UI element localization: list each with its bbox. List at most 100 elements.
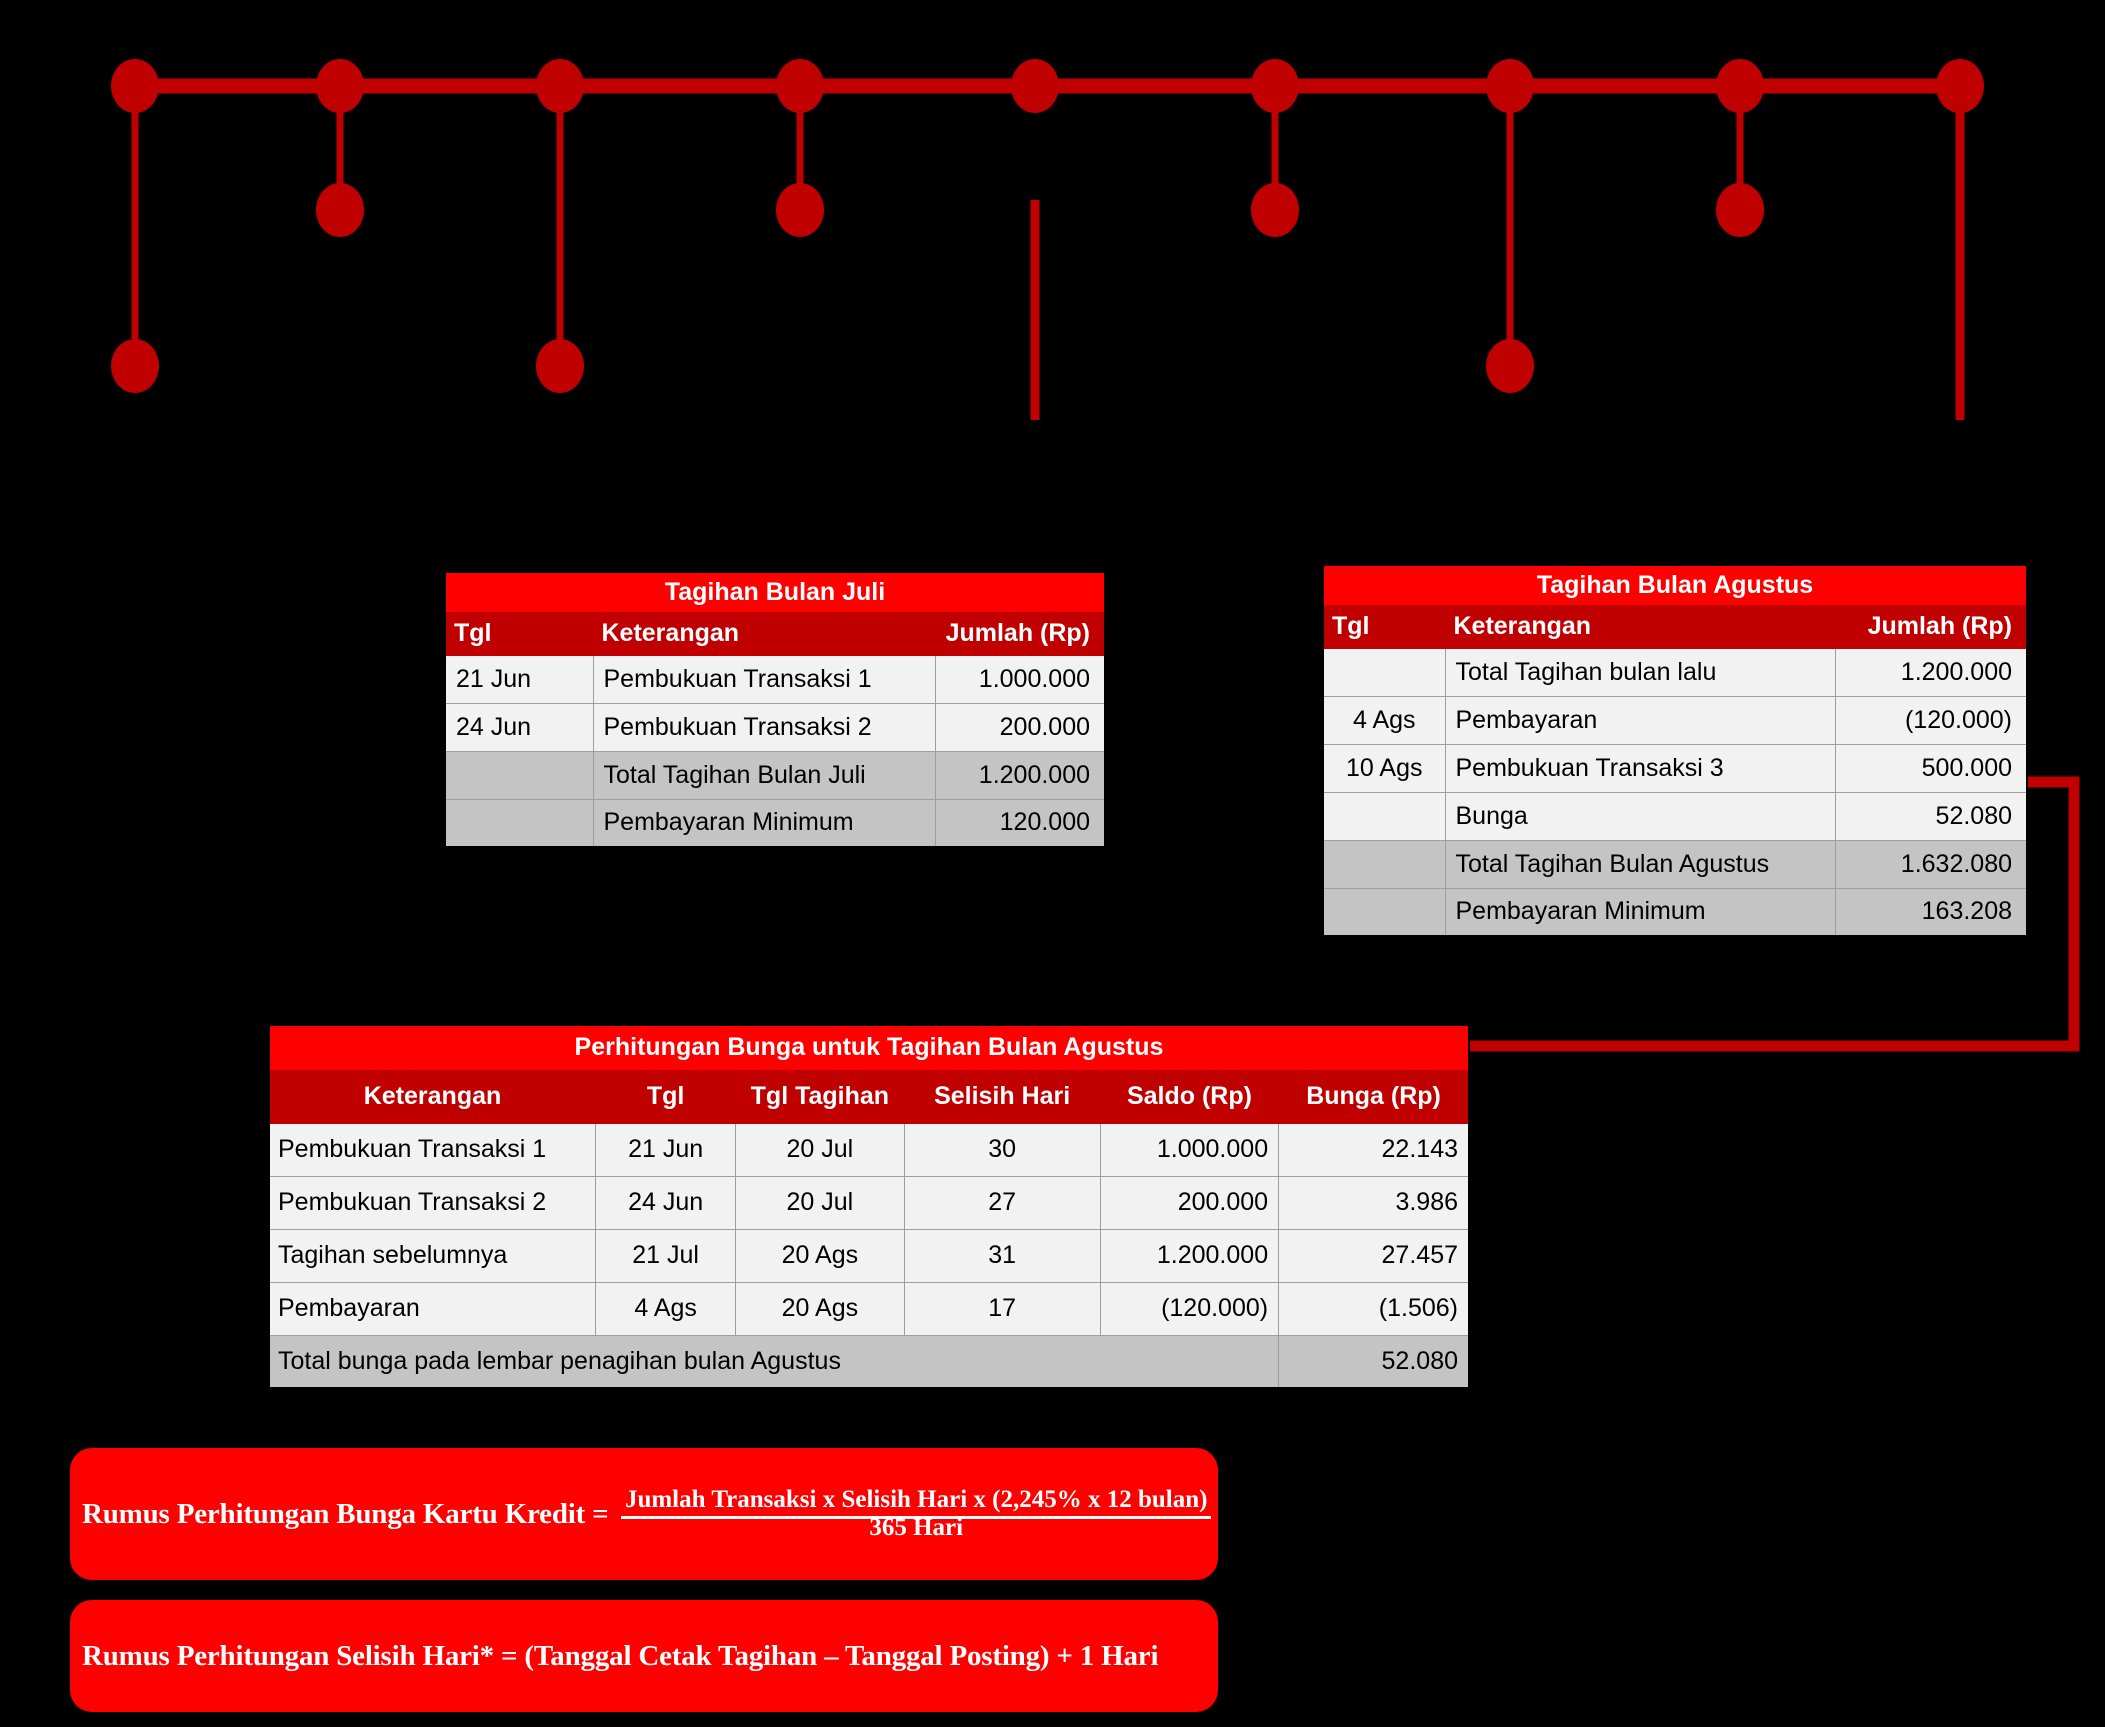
table-header-row: Tgl Keterangan Jumlah (Rp)	[444, 611, 1106, 656]
table-row: 24 Jun Pembukuan Transaksi 2 200.000	[444, 702, 1106, 752]
column-header-keterangan: Keterangan	[1444, 604, 1836, 649]
cell-keterangan: Total Tagihan Bulan Agustus	[1444, 839, 1836, 889]
cell-tgl	[1322, 791, 1446, 841]
cell-jumlah: 120.000	[934, 798, 1106, 848]
cell-saldo: (120.000)	[1099, 1281, 1280, 1336]
table-title: Tagihan Bulan Juli	[445, 572, 1106, 612]
cell-tgl: 21 Jun	[595, 1122, 737, 1177]
table-header-row: Keterangan Tgl Tgl Tagihan Selisih Hari …	[268, 1069, 1470, 1124]
cell-selisih-hari: 27	[903, 1175, 1101, 1230]
cell-bunga: (1.506)	[1278, 1281, 1470, 1336]
cell-tgl-tagihan: 20 Jul	[735, 1175, 905, 1230]
cell-jumlah: 500.000	[1834, 743, 2028, 793]
cell-tgl: 24 Jun	[444, 702, 594, 752]
cell-keterangan: Pembayaran	[1444, 695, 1836, 745]
cell-tgl-tagihan: 20 Ags	[735, 1281, 905, 1336]
column-header-jumlah: Jumlah (Rp)	[934, 611, 1106, 656]
cell-jumlah: 200.000	[934, 702, 1106, 752]
formula-selisih-hari-box: Rumus Perhitungan Selisih Hari* = (Tangg…	[70, 1600, 1218, 1712]
cell-tgl: 10 Ags	[1322, 743, 1446, 793]
cell-saldo: 1.200.000	[1099, 1228, 1280, 1283]
table-row: Total Tagihan Bulan Juli 1.200.000	[444, 750, 1106, 800]
column-header-tgl: Tgl	[595, 1069, 737, 1124]
table-row: 21 Jun Pembukuan Transaksi 1 1.000.000	[444, 654, 1106, 704]
cell-jumlah: 1.200.000	[1834, 647, 2028, 697]
cell-tgl-tagihan: 20 Ags	[735, 1228, 905, 1283]
cell-jumlah: 1.632.080	[1834, 839, 2028, 889]
column-header-bunga: Bunga (Rp)	[1278, 1069, 1470, 1124]
cell-bunga: 22.143	[1278, 1122, 1470, 1177]
cell-bunga: 3.986	[1278, 1175, 1470, 1230]
cell-tgl	[444, 798, 594, 848]
column-header-tgl: Tgl	[1322, 604, 1446, 649]
cell-jumlah: (120.000)	[1834, 695, 2028, 745]
cell-keterangan: Pembayaran Minimum	[1444, 887, 1836, 937]
table-row: Pembukuan Transaksi 2 24 Jun 20 Jul 27 2…	[268, 1175, 1470, 1230]
table-perhitungan-bunga: Perhitungan Bunga untuk Tagihan Bulan Ag…	[268, 1024, 1470, 1389]
cell-keterangan: Pembukuan Transaksi 1	[268, 1122, 597, 1177]
cell-keterangan: Pembukuan Transaksi 1	[592, 654, 936, 704]
cell-keterangan: Total Tagihan Bulan Juli	[592, 750, 936, 800]
cell-tgl	[444, 750, 594, 800]
cell-keterangan: Total Tagihan bulan lalu	[1444, 647, 1836, 697]
timeline	[111, 59, 1984, 420]
table-title-row: Perhitungan Bunga untuk Tagihan Bulan Ag…	[269, 1025, 1469, 1070]
table-title: Perhitungan Bunga untuk Tagihan Bulan Ag…	[269, 1025, 1469, 1070]
cell-tgl: 4 Ags	[1322, 695, 1446, 745]
total-label: Total bunga pada lembar penagihan bulan …	[268, 1334, 1280, 1389]
cell-keterangan: Pembukuan Transaksi 2	[268, 1175, 597, 1230]
cell-tgl: 21 Jun	[444, 654, 594, 704]
table-row: 4 Ags Pembayaran (120.000)	[1322, 695, 2028, 745]
formula-bunga-label: Rumus Perhitungan Bunga Kartu Kredit =	[82, 1497, 609, 1530]
cell-tgl	[1322, 647, 1446, 697]
cell-keterangan: Pembayaran	[268, 1281, 597, 1336]
total-value: 52.080	[1278, 1334, 1470, 1389]
table-title-row: Tagihan Bulan Juli	[445, 572, 1106, 612]
table-tagihan-juli: Tagihan Bulan Juli Tgl Keterangan Jumlah…	[444, 571, 1107, 848]
table-row: Pembayaran 4 Ags 20 Ags 17 (120.000) (1.…	[268, 1281, 1470, 1336]
table-row: Bunga 52.080	[1322, 791, 2028, 841]
cell-keterangan: Pembukuan Transaksi 2	[592, 702, 936, 752]
table-row: Total Tagihan Bulan Agustus 1.632.080	[1322, 839, 2028, 889]
column-header-jumlah: Jumlah (Rp)	[1834, 604, 2028, 649]
cell-tgl	[1322, 887, 1446, 937]
formula-bunga-numerator: Jumlah Transaksi x Selisih Hari x (2,245…	[620, 1486, 1212, 1519]
cell-jumlah: 1.200.000	[934, 750, 1106, 800]
table-row: Pembayaran Minimum 163.208	[1322, 887, 2028, 937]
cell-selisih-hari: 31	[903, 1228, 1101, 1283]
formula-bunga-box: Rumus Perhitungan Bunga Kartu Kredit = J…	[70, 1448, 1218, 1580]
table-total-row: Total bunga pada lembar penagihan bulan …	[268, 1334, 1470, 1389]
column-header-tgl: Tgl	[444, 611, 594, 656]
cell-jumlah: 163.208	[1834, 887, 2028, 937]
cell-tgl: 4 Ags	[595, 1281, 737, 1336]
table-row: Pembukuan Transaksi 1 21 Jun 20 Jul 30 1…	[268, 1122, 1470, 1177]
table-row: Pembayaran Minimum 120.000	[444, 798, 1106, 848]
cell-bunga: 27.457	[1278, 1228, 1470, 1283]
cell-keterangan: Pembukuan Transaksi 3	[1444, 743, 1836, 793]
table-title-row: Tagihan Bulan Agustus	[1323, 565, 2028, 605]
column-header-keterangan: Keterangan	[592, 611, 936, 656]
cell-saldo: 200.000	[1099, 1175, 1280, 1230]
cell-tgl: 24 Jun	[595, 1175, 737, 1230]
cell-jumlah: 1.000.000	[934, 654, 1106, 704]
formula-bunga-fraction: Jumlah Transaksi x Selisih Hari x (2,245…	[614, 1486, 1218, 1542]
table-row: Total Tagihan bulan lalu 1.200.000	[1322, 647, 2028, 697]
column-header-selisih-hari: Selisih Hari	[903, 1069, 1101, 1124]
column-header-tgl-tagihan: Tgl Tagihan	[735, 1069, 905, 1124]
cell-keterangan: Pembayaran Minimum	[592, 798, 936, 848]
cell-tgl-tagihan: 20 Jul	[735, 1122, 905, 1177]
formula-bunga-denominator: 365 Hari	[869, 1514, 964, 1541]
table-title: Tagihan Bulan Agustus	[1323, 565, 2028, 605]
formula-selisih-hari-label: Rumus Perhitungan Selisih Hari* = (Tangg…	[82, 1639, 1159, 1672]
cell-keterangan: Bunga	[1444, 791, 1836, 841]
cell-jumlah: 52.080	[1834, 791, 2028, 841]
column-header-saldo: Saldo (Rp)	[1099, 1069, 1280, 1124]
cell-tgl	[1322, 839, 1446, 889]
column-header-keterangan: Keterangan	[268, 1069, 597, 1124]
cell-saldo: 1.000.000	[1099, 1122, 1280, 1177]
table-header-row: Tgl Keterangan Jumlah (Rp)	[1322, 604, 2028, 649]
cell-selisih-hari: 30	[903, 1122, 1101, 1177]
table-row: 10 Ags Pembukuan Transaksi 3 500.000	[1322, 743, 2028, 793]
cell-tgl: 21 Jul	[595, 1228, 737, 1283]
